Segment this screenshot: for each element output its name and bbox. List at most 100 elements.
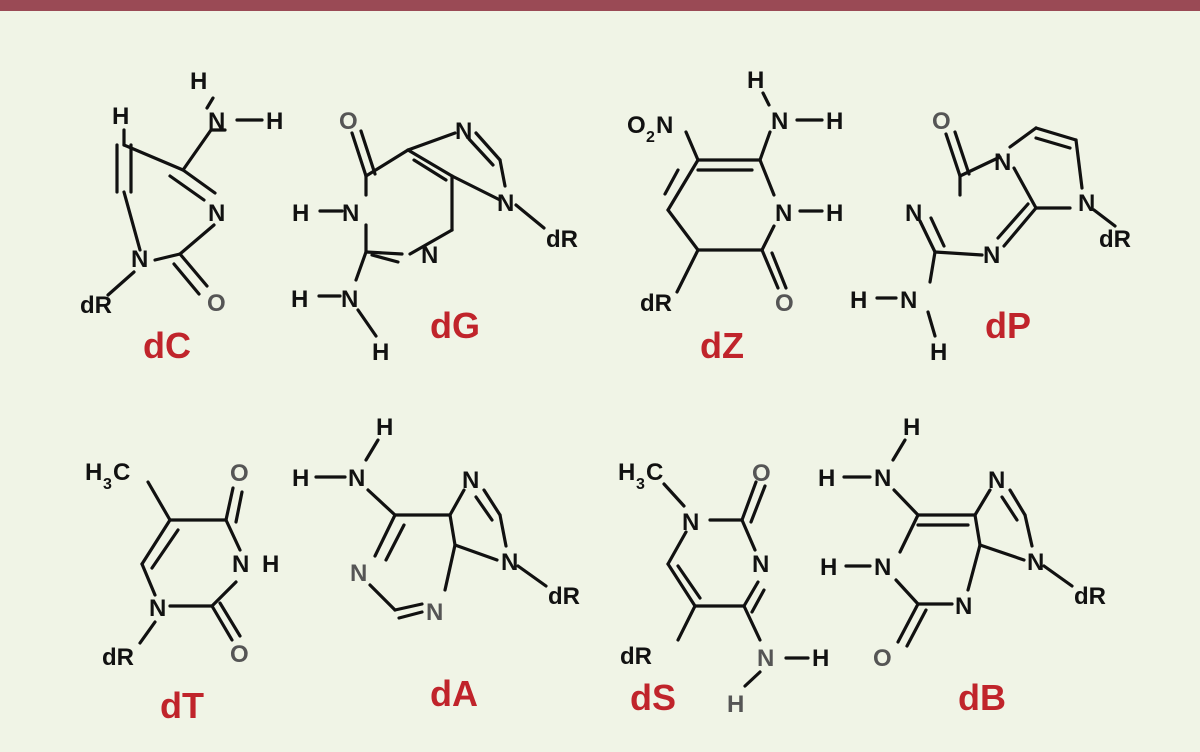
atom-dB-n9: N bbox=[1027, 549, 1044, 576]
molecule-dB: H H N N H N N dR N O dB bbox=[818, 414, 1106, 718]
atom-dP-n-left: N bbox=[905, 200, 922, 227]
atom-dS-amine-h-bottom: H bbox=[727, 691, 744, 718]
atom-dT-o4: O bbox=[230, 460, 249, 487]
label-dC: dC bbox=[143, 325, 191, 366]
atom-dC-dR: dR bbox=[80, 292, 112, 319]
atom-dS-n3: N bbox=[752, 551, 769, 578]
atom-dC-n3: N bbox=[208, 200, 225, 227]
atom-dG-dR: dR bbox=[546, 226, 578, 253]
atom-dS-n1: N bbox=[682, 509, 699, 536]
atom-dZ-nitro-sub: 2 bbox=[646, 129, 655, 146]
atom-dZ-dR: dR bbox=[640, 290, 672, 317]
atom-dP-n-low: N bbox=[983, 242, 1000, 269]
atom-dP-dR: dR bbox=[1099, 226, 1131, 253]
atom-dA-amine-n: N bbox=[348, 465, 365, 492]
atom-dG-h1: H bbox=[292, 200, 309, 227]
atom-dA-dR: dR bbox=[548, 583, 580, 610]
atom-dA-amine-h-left: H bbox=[292, 465, 309, 492]
atom-dS-dR: dR bbox=[620, 643, 652, 670]
atom-dP-n-ring: N bbox=[1078, 190, 1095, 217]
atom-dG-n2: N bbox=[341, 286, 358, 313]
molecule-dZ: O 2 N H N H N H O dR dZ bbox=[627, 67, 843, 366]
atom-dP-o: O bbox=[932, 108, 951, 135]
atom-dZ-nitro-o: O bbox=[627, 112, 646, 139]
atom-dB-h1: H bbox=[820, 554, 837, 581]
atom-dG-h2-left: H bbox=[291, 286, 308, 313]
atom-dC-o2: O bbox=[207, 290, 226, 317]
atom-dB-n7: N bbox=[988, 467, 1005, 494]
atom-dG-n3: N bbox=[421, 242, 438, 269]
bonds-dZ bbox=[663, 91, 824, 294]
atom-dS-o: O bbox=[752, 460, 771, 487]
atom-dB-amine-h-top: H bbox=[903, 414, 920, 441]
atom-dS-methyl-c: C bbox=[646, 459, 663, 486]
molecule-dP: O N N dR N N H N H dP bbox=[850, 108, 1131, 366]
atom-dZ-h1: H bbox=[826, 200, 843, 227]
molecule-dC: H N H H N N O dR dC bbox=[80, 68, 283, 366]
atom-dC-amine-h-right: H bbox=[266, 108, 283, 135]
bonds-dG bbox=[317, 129, 546, 338]
atom-dT-dR: dR bbox=[102, 644, 134, 671]
atom-dP-n2: N bbox=[900, 287, 917, 314]
atom-dT-methyl-sub: 3 bbox=[103, 476, 112, 493]
atom-dT-methyl-c: C bbox=[113, 459, 130, 486]
atom-dZ-amine-h-right: H bbox=[826, 108, 843, 135]
atom-dB-dR: dR bbox=[1074, 583, 1106, 610]
atom-dZ-amine-n: N bbox=[771, 108, 788, 135]
bonds-dB bbox=[842, 438, 1074, 648]
bonds-dP bbox=[875, 126, 1117, 338]
molecule-dA: H H N N N dR N N dA bbox=[292, 414, 580, 714]
atom-dP-h2-bottom: H bbox=[930, 339, 947, 366]
atom-dT-n3: N bbox=[232, 551, 249, 578]
atom-dT-o2: O bbox=[230, 641, 249, 668]
atom-dA-amine-h-top: H bbox=[376, 414, 393, 441]
atom-dP-h2-left: H bbox=[850, 287, 867, 314]
atom-dA-n3: N bbox=[426, 599, 443, 626]
label-dS: dS bbox=[630, 677, 676, 718]
molecule-dS: H 3 C O N N dR N H H dS bbox=[618, 459, 829, 718]
label-dP: dP bbox=[985, 305, 1031, 346]
bonds-dC bbox=[106, 96, 264, 297]
atom-dT-n1: N bbox=[149, 595, 166, 622]
atom-dB-n1: N bbox=[874, 554, 891, 581]
atom-dG-n9: N bbox=[497, 190, 514, 217]
atom-dA-n7: N bbox=[462, 467, 479, 494]
atom-dA-n9: N bbox=[501, 549, 518, 576]
atom-dC-n1: N bbox=[131, 246, 148, 273]
atom-dT-methyl-h: H bbox=[85, 459, 102, 486]
molecule-dT: H 3 C O N H N O dR dT bbox=[85, 459, 279, 726]
label-dB: dB bbox=[958, 677, 1006, 718]
atom-dC-h5: H bbox=[112, 103, 129, 130]
atom-dT-h3: H bbox=[262, 551, 279, 578]
bonds-dS bbox=[662, 480, 810, 688]
atom-dA-n1: N bbox=[350, 560, 367, 587]
atom-dG-h2-bottom: H bbox=[372, 339, 389, 366]
atom-dB-o: O bbox=[873, 645, 892, 672]
molecule-dG: O N N dR N H N N H H dG bbox=[291, 108, 578, 366]
bonds-dA bbox=[314, 438, 548, 620]
atom-dB-amine-n: N bbox=[874, 465, 891, 492]
label-dA: dA bbox=[430, 673, 478, 714]
atom-dS-methyl-sub: 3 bbox=[636, 476, 645, 493]
atom-dC-amine-n: N bbox=[208, 108, 225, 135]
label-dT: dT bbox=[160, 685, 204, 726]
label-dG: dG bbox=[430, 305, 480, 346]
atom-dB-amine-h-left: H bbox=[818, 465, 835, 492]
atom-dG-o6: O bbox=[339, 108, 358, 135]
atom-dG-n1: N bbox=[342, 200, 359, 227]
atom-dB-n3: N bbox=[955, 593, 972, 620]
atom-dZ-nitro-n: N bbox=[656, 112, 673, 139]
label-dZ: dZ bbox=[700, 325, 744, 366]
atom-dG-n7: N bbox=[455, 118, 472, 145]
atom-dZ-n1: N bbox=[775, 200, 792, 227]
atom-dZ-o: O bbox=[775, 290, 794, 317]
atom-dS-amine-n: N bbox=[757, 645, 774, 672]
atom-dC-amine-h-top: H bbox=[190, 68, 207, 95]
atom-dS-amine-h-right: H bbox=[812, 645, 829, 672]
atom-dP-n-bridge: N bbox=[994, 149, 1011, 176]
atom-dS-methyl-h: H bbox=[618, 459, 635, 486]
top-accent-bar bbox=[0, 0, 1200, 11]
atom-dZ-amine-h-top: H bbox=[747, 67, 764, 94]
